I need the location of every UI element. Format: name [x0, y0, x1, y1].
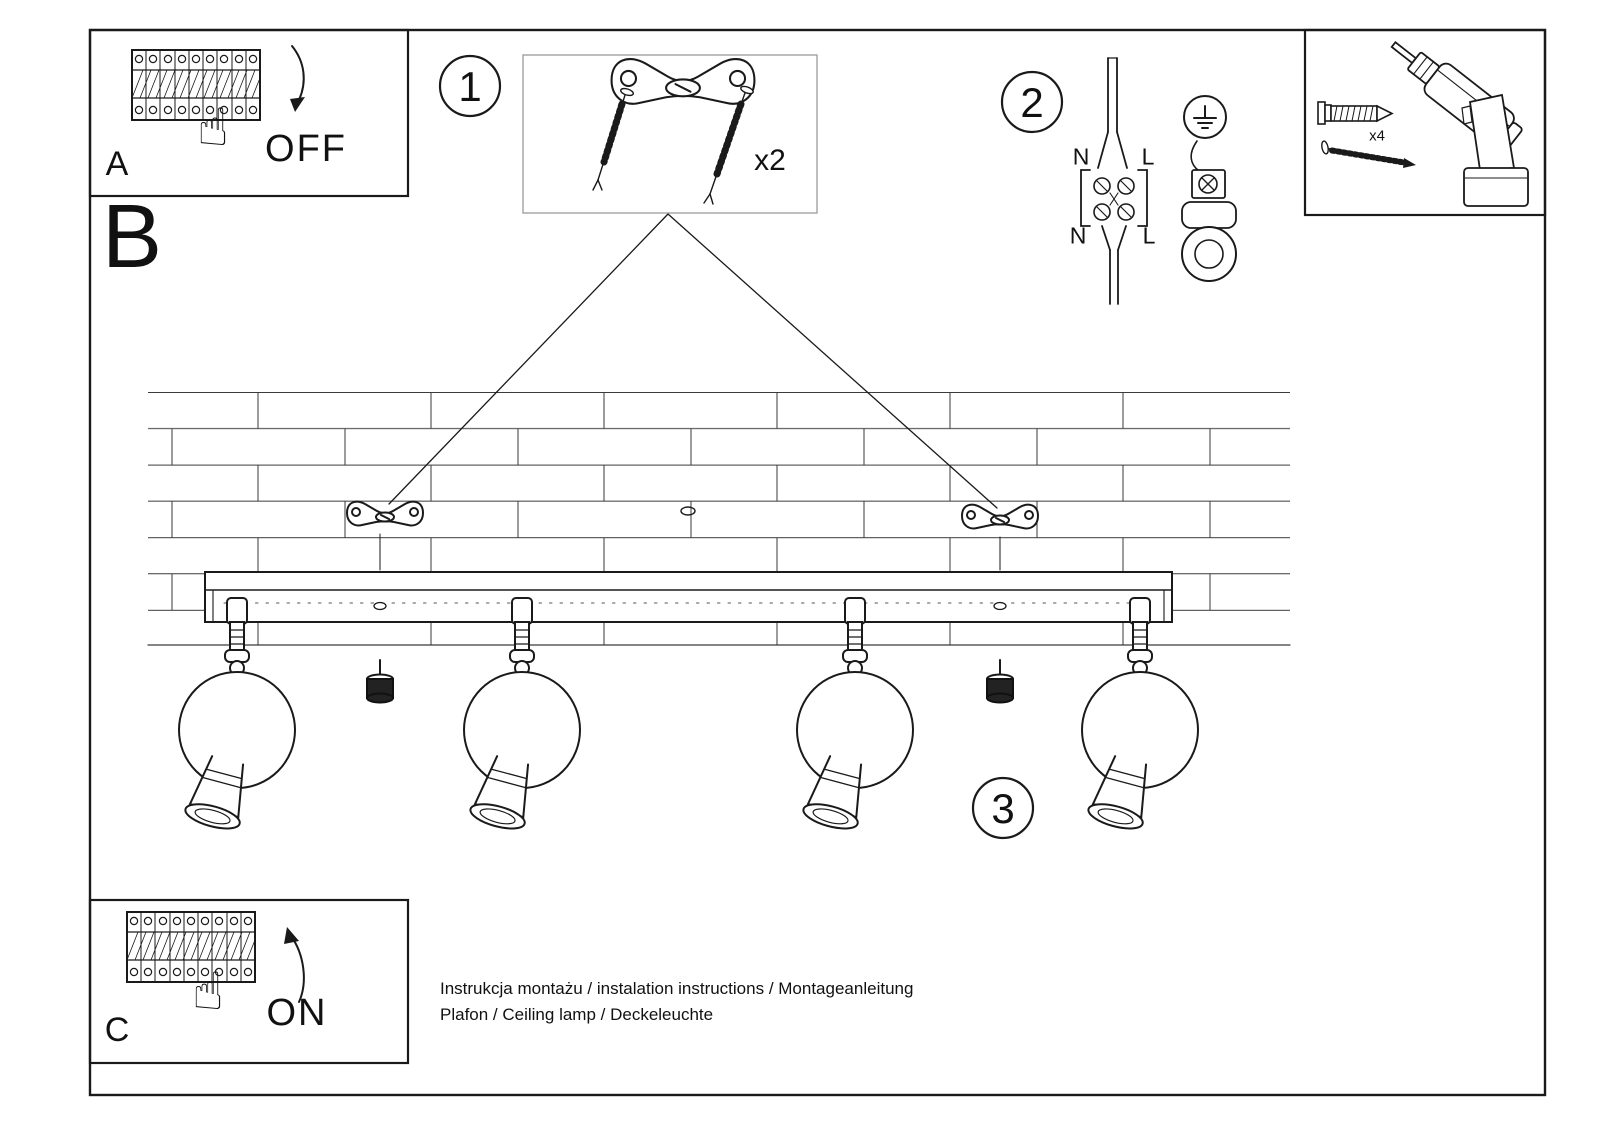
screw-icon: [1321, 140, 1416, 168]
tool-box: [1303, 28, 1547, 217]
ground-assembly: [1181, 95, 1237, 282]
step-2-number: 2: [1020, 79, 1044, 126]
mounting-rail: [204, 571, 1173, 623]
section-b-label: B: [102, 187, 163, 287]
footer-line-1: Instrukcja montażu / instalation instruc…: [440, 979, 914, 998]
footer-line-2: Plafon / Ceiling lamp / Deckeleuchte: [440, 1005, 714, 1024]
hand-pointing-icon: ☝: [192, 962, 224, 1022]
bracket-qty-label: x2: [754, 144, 786, 177]
sheet-border: [88, 28, 1547, 1097]
circuit-breaker-icon: [126, 911, 256, 983]
step-3-badge: [971, 776, 1035, 840]
fixing-screw-cap: [986, 659, 1014, 704]
wire-n-top-label: N: [1072, 143, 1090, 170]
ground-symbol-icon: [1183, 95, 1227, 139]
mounting-bracket-icon: [610, 57, 756, 105]
panel-c: [88, 898, 410, 1065]
anchor-screw-icon: [703, 85, 754, 205]
panel-a: [88, 28, 410, 198]
step-1-number: 1: [458, 63, 482, 110]
drill-icon: [1390, 40, 1529, 207]
wire-l-top-label: L: [1141, 143, 1155, 170]
panel-c-label: C: [104, 1011, 130, 1049]
wire-n-bottom-label: N: [1069, 222, 1087, 249]
fixing-screw-cap: [366, 659, 394, 704]
arrow-down-icon: [291, 45, 305, 101]
hand-pointing-icon: ☝: [197, 98, 229, 158]
ground-terminal-icon: [1181, 169, 1237, 282]
wire-l-bottom-label: L: [1142, 222, 1156, 249]
circuit-breaker-icon: [131, 49, 261, 121]
step-2-badge: [1000, 70, 1064, 134]
off-label: OFF: [265, 128, 347, 170]
anchor-screw-icon: [592, 87, 634, 191]
terminal-block-icon: [1080, 169, 1148, 227]
wall-plug-icon: [1317, 101, 1394, 125]
wiring-diagram: [1080, 57, 1148, 305]
on-label: ON: [266, 992, 328, 1034]
step-1-badge: [438, 54, 502, 118]
parts-box: [522, 54, 818, 214]
center-hole: [680, 506, 696, 516]
plug-qty-label: x4: [1369, 127, 1385, 145]
panel-a-label: A: [105, 145, 129, 183]
leader-lines: [388, 213, 998, 509]
step-3-number: 3: [991, 785, 1015, 832]
